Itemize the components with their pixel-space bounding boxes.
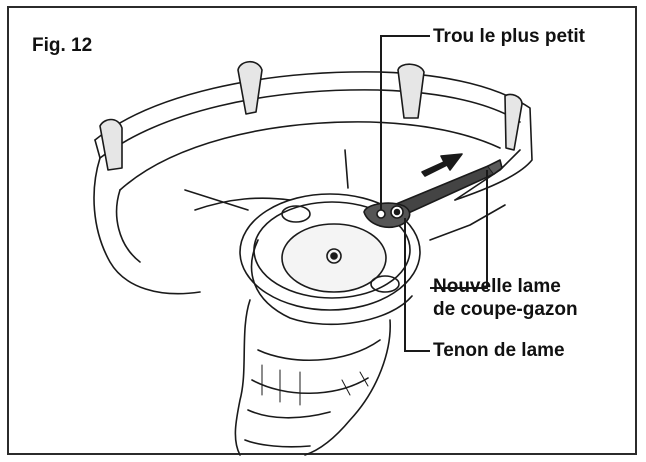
smallest-hole <box>376 209 386 219</box>
guard-rim <box>94 71 533 201</box>
leader-smallest-hole <box>380 35 430 210</box>
callout-new-blade-line1: Nouvelle lame <box>433 276 561 297</box>
guard-fin <box>99 118 123 171</box>
figure-label: Fig. 12 <box>32 35 93 56</box>
motor-housing <box>234 299 251 456</box>
callout-blade-tenon: Tenon de lame <box>433 340 565 361</box>
leader-tenon <box>404 218 430 352</box>
direction-arrow <box>421 153 463 177</box>
callout-new-blade: Nouvelle lame de coupe-gazon <box>433 275 578 321</box>
callout-new-blade-line2: de coupe-gazon <box>433 299 578 320</box>
callout-smallest-hole: Trou le plus petit <box>433 26 586 47</box>
leader-new-blade <box>430 170 488 289</box>
guard-fin <box>397 63 425 119</box>
guard-fin <box>504 93 523 151</box>
guard-fin <box>237 60 263 115</box>
